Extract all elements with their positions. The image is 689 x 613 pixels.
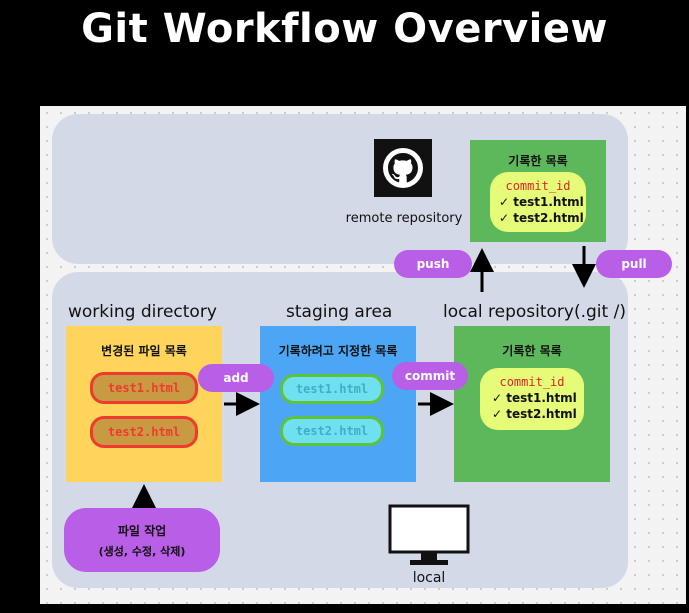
- flow-arrows: [132, 246, 596, 508]
- commit-id-label: commit_id: [499, 375, 565, 389]
- file-work-bubble: 파일 작업 (생성, 수정, 삭제): [64, 508, 220, 572]
- file-work-subtitle: (생성, 수정, 삭제): [98, 544, 186, 558]
- diagram-canvas: remote repository 기록한 목록 commit_id ✓ tes…: [40, 106, 686, 604]
- local-label: local: [412, 570, 446, 586]
- remote-box-title: 기록한 목록: [508, 154, 568, 168]
- working-file-pill: test1.html: [90, 372, 198, 404]
- github-icon: [374, 139, 432, 197]
- monitor-icon: [388, 504, 470, 572]
- staging-box-title: 기록하려고 지정한 목록: [278, 344, 398, 358]
- remote-commit-box: commit_id ✓ test1.html ✓ test2.html: [490, 172, 586, 232]
- working-file-pill: test2.html: [90, 416, 198, 448]
- push-tag: push: [394, 250, 472, 278]
- local-repository-header: local repository(.git /): [443, 302, 626, 322]
- local-box-title: 기록한 목록: [502, 344, 562, 358]
- remote-repo-box: 기록한 목록 commit_id ✓ test1.html ✓ test2.ht…: [470, 140, 606, 242]
- working-directory-box: 변경된 파일 목록 test1.html test2.html: [66, 326, 222, 482]
- staging-file-pill: test1.html: [280, 374, 384, 404]
- local-commit-box: commit_id ✓ test1.html ✓ test2.html: [480, 368, 584, 430]
- commit-id-label: commit_id: [505, 179, 571, 193]
- staging-file-pill: test2.html: [280, 416, 384, 446]
- remote-repository-label: remote repository: [345, 211, 463, 226]
- staging-area-box: 기록하려고 지정한 목록 test1.html test2.html: [260, 326, 416, 482]
- local-repo-box: 기록한 목록 commit_id ✓ test1.html ✓ test2.ht…: [454, 326, 610, 482]
- file-work-title: 파일 작업: [117, 523, 167, 538]
- working-box-title: 변경된 파일 목록: [101, 344, 187, 358]
- commit-file: ✓ test1.html: [492, 391, 577, 405]
- commit-file: ✓ test1.html: [499, 195, 584, 209]
- commit-file: ✓ test2.html: [492, 407, 577, 421]
- pull-tag: pull: [596, 250, 672, 278]
- staging-area-header: staging area: [286, 302, 393, 322]
- page-title: Git Workflow Overview: [81, 6, 608, 52]
- commit-tag: commit: [392, 362, 468, 390]
- add-tag: add: [198, 364, 274, 392]
- commit-file: ✓ test2.html: [499, 211, 584, 225]
- working-directory-header: working directory: [68, 302, 217, 322]
